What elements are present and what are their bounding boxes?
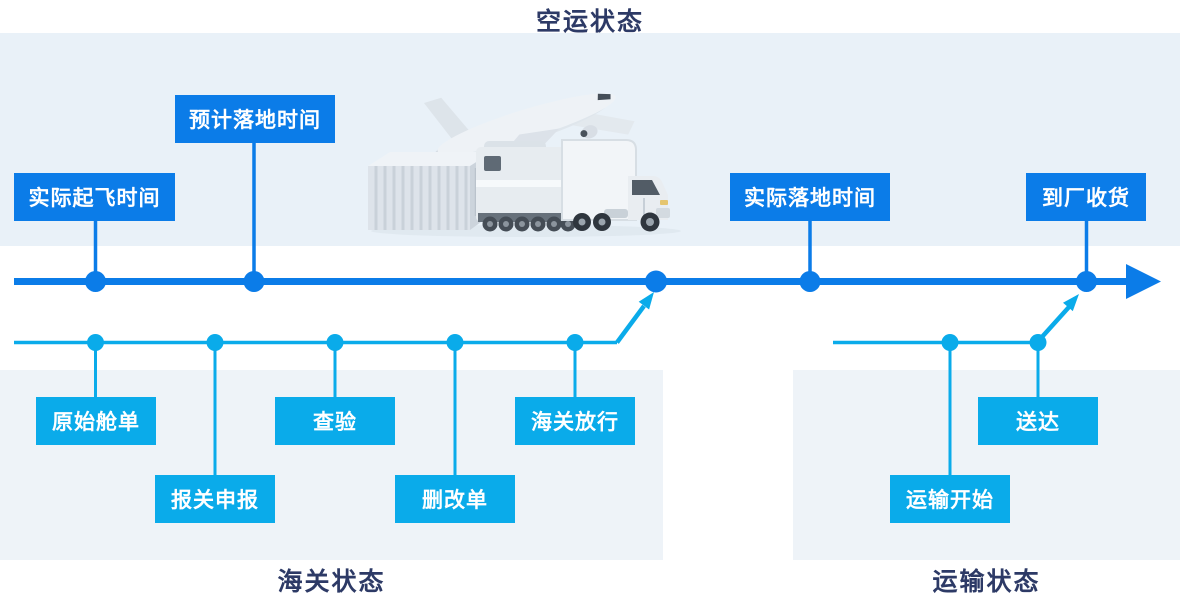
event-customs-declaration: 报关申报 bbox=[155, 475, 275, 523]
event-actual-takeoff-time: 实际起飞时间 bbox=[14, 173, 175, 221]
event-actual-landing-time: 实际落地时间 bbox=[730, 173, 890, 221]
event-transport-start: 运输开始 bbox=[890, 475, 1010, 523]
event-customs-release: 海关放行 bbox=[515, 397, 635, 445]
customs-status-title: 海关状态 bbox=[277, 568, 386, 596]
transport-merge-arrowhead bbox=[1063, 294, 1079, 312]
transport-status-title: 运输状态 bbox=[932, 568, 1041, 596]
truck-icon bbox=[561, 139, 670, 232]
event-inspection: 查验 bbox=[275, 397, 395, 445]
air-timeline-dots bbox=[85, 270, 1097, 293]
customs-merge-arrowhead bbox=[638, 292, 654, 310]
air-timeline-arrowhead bbox=[1126, 264, 1161, 299]
event-original-manifest: 原始舱单 bbox=[36, 397, 156, 445]
event-factory-receipt: 到厂收货 bbox=[1026, 173, 1146, 221]
container-icon bbox=[368, 152, 492, 230]
transport-timeline-dots bbox=[941, 334, 1047, 351]
air-status-title: 空运状态 bbox=[535, 8, 644, 36]
event-delivered: 送达 bbox=[978, 397, 1098, 445]
cargo-plane-train-truck-illustration bbox=[368, 93, 681, 237]
event-amendment: 删改单 bbox=[395, 475, 515, 523]
event-estimated-landing-time: 预计落地时间 bbox=[175, 95, 335, 143]
customs-timeline-dots bbox=[87, 334, 584, 351]
